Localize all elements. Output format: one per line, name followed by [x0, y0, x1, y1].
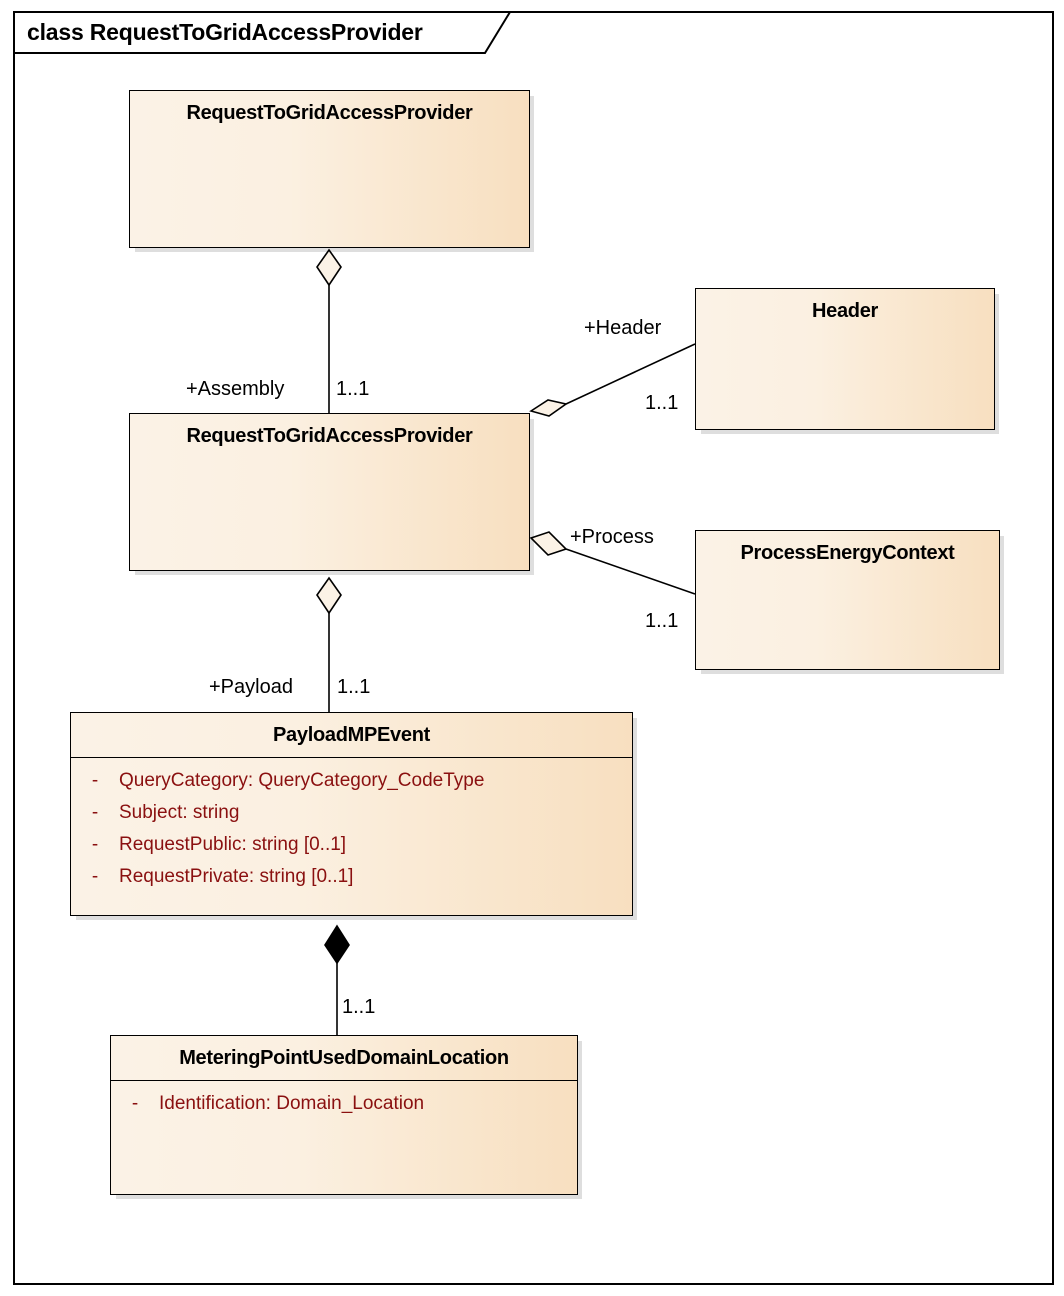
edge-label-payload-multiplicity: 1..1	[337, 676, 371, 698]
edge-label-metering-multiplicity: 1..1	[342, 996, 376, 1018]
attribute-visibility: -	[91, 866, 99, 887]
attribute-signature: Subject: string	[119, 802, 240, 823]
edge-label-assembly-role: +Assembly	[186, 378, 285, 400]
attribute-signature: QueryCategory: QueryCategory_CodeType	[119, 770, 485, 791]
class-name-payload: PayloadMPEvent	[273, 724, 430, 746]
page-title: class RequestToGridAccessProvider	[27, 19, 423, 45]
class-attributes-payload: - QueryCategory: QueryCategory_CodeType …	[71, 758, 632, 893]
class-divider-payload	[71, 757, 632, 758]
attribute-visibility: -	[91, 802, 99, 823]
class-name-root: RequestToGridAccessProvider	[186, 102, 473, 124]
class-box-metering-point-used-domain-location[interactable]: MeteringPointUsedDomainLocation - Identi…	[110, 1035, 578, 1195]
class-box-process-energy-context[interactable]: ProcessEnergyContext	[695, 530, 1000, 670]
class-name-metering: MeteringPointUsedDomainLocation	[179, 1047, 509, 1069]
class-name-process: ProcessEnergyContext	[740, 542, 955, 564]
attribute-row: - QueryCategory: QueryCategory_CodeType	[71, 765, 632, 797]
edge-label-header-role: +Header	[584, 317, 662, 339]
class-divider-metering	[111, 1080, 577, 1081]
attribute-signature: RequestPublic: string [0..1]	[119, 834, 347, 855]
edge-label-header-multiplicity: 1..1	[645, 392, 679, 414]
edge-label-process-role: +Process	[570, 526, 654, 548]
class-box-request-to-grid-access-provider-assembly[interactable]: RequestToGridAccessProvider	[129, 413, 530, 571]
edge-label-payload-role: +Payload	[209, 676, 293, 698]
class-box-request-to-grid-access-provider-root[interactable]: RequestToGridAccessProvider	[129, 90, 530, 248]
class-name-assembly: RequestToGridAccessProvider	[186, 425, 473, 447]
diagram-title-tab	[13, 11, 513, 54]
class-name-header: Header	[811, 300, 878, 322]
attribute-row: - RequestPublic: string [0..1]	[71, 829, 632, 861]
class-attributes-metering: - Identification: Domain_Location	[111, 1081, 577, 1120]
attribute-visibility: -	[131, 1093, 139, 1114]
title-tab-shape	[13, 11, 512, 54]
class-box-payload-mp-event[interactable]: PayloadMPEvent - QueryCategory: QueryCat…	[70, 712, 633, 916]
attribute-signature: Identification: Domain_Location	[159, 1093, 425, 1114]
edge-label-process-multiplicity: 1..1	[645, 610, 679, 632]
diagram-frame	[13, 11, 1054, 1285]
edge-label-assembly-multiplicity: 1..1	[336, 378, 370, 400]
class-box-header[interactable]: Header	[695, 288, 995, 430]
attribute-row: - RequestPrivate: string [0..1]	[71, 861, 632, 893]
attribute-row: - Identification: Domain_Location	[111, 1088, 577, 1120]
attribute-visibility: -	[91, 834, 99, 855]
attribute-row: - Subject: string	[71, 797, 632, 829]
attribute-signature: RequestPrivate: string [0..1]	[119, 866, 354, 887]
attribute-visibility: -	[91, 770, 99, 791]
